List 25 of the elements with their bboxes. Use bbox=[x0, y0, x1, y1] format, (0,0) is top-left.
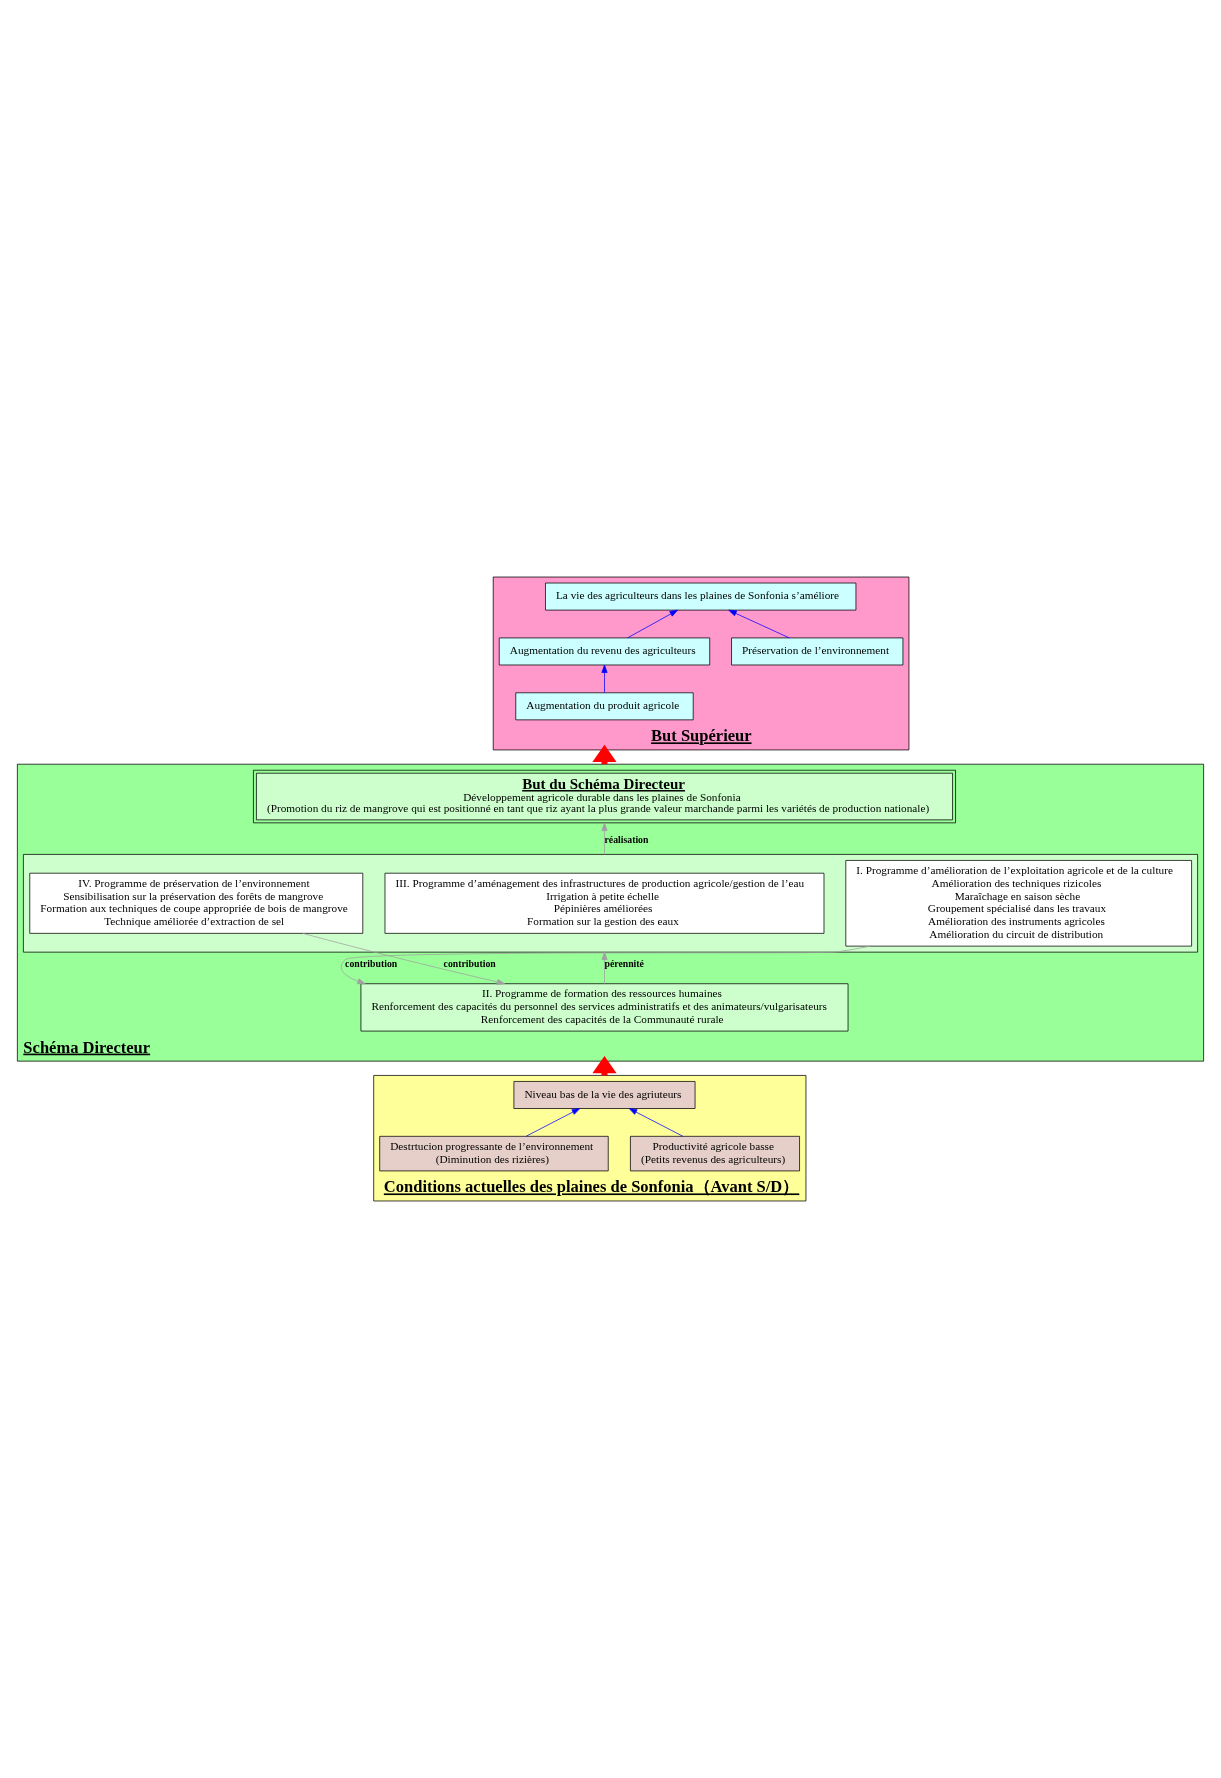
node-box: I. Programme d’amélioration de l’exploitation agricole et de la culture Amélioration des techniques rizicoles Maraîchage en saison sèche Groupement spécialisé dans les travaux Amélioration des instruments agricoles Amélioration du circuit de distribution bbox=[845, 860, 1192, 947]
edge-label: contribution bbox=[345, 957, 398, 969]
node-box: Niveau bas de la vie des agriuteurs bbox=[513, 1081, 696, 1109]
node-box: III. Programme d’aménagement des infrastructures de production agricole/gestion de l’eau Irrigation à petite échelle Pépinières améliorées Formation sur la gestion des eaux bbox=[384, 872, 825, 934]
arrow bbox=[728, 609, 790, 639]
node-box: Destrtucion progressante de l’environnement (Diminution des rizières) bbox=[379, 1135, 609, 1172]
node-box: Augmentation du revenu des agriculteurs bbox=[498, 637, 711, 666]
node-box: Préservation de l’environnement bbox=[731, 637, 904, 666]
edge-label: réalisation bbox=[604, 834, 649, 846]
arrow bbox=[340, 945, 871, 985]
node-box: II. Programme de formation des ressources humaines Renforcement des capacités du personnel des services administratifs et des animateurs/vulgarisateurs Renforcement des capacités de la Communauté rurale bbox=[360, 983, 849, 1032]
arrow bbox=[628, 1108, 684, 1137]
arrow bbox=[601, 822, 608, 855]
edge-label: pérennité bbox=[604, 957, 644, 969]
cluster bbox=[23, 854, 1198, 953]
arrow bbox=[525, 1108, 581, 1137]
arrow bbox=[601, 951, 608, 984]
edge-label: contribution bbox=[443, 957, 496, 969]
node-box: IV. Programme de préservation de l’environnement Sensibilisation sur la préservation des forêts de mangrove Formation aux techniques de coupe appropriée de bois de mangrove Technique améliorée d’extraction de sel bbox=[29, 872, 364, 934]
arrow bbox=[627, 609, 678, 639]
node-box: Augmentation du produit agricole bbox=[515, 692, 694, 721]
arrow bbox=[302, 933, 506, 985]
node-box: La vie des agriculteurs dans les plaines de Sonfonia s’améliore bbox=[545, 582, 857, 611]
arrow bbox=[601, 664, 608, 694]
node-box: Productivité agricole basse (Petits revenus des agriculteurs) bbox=[630, 1135, 800, 1172]
